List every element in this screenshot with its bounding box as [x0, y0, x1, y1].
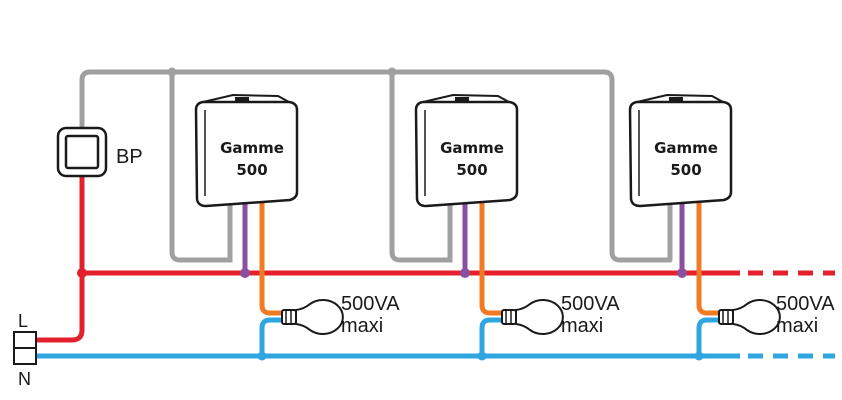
module-wiring-2 — [460, 202, 502, 361]
load-2-max: maxi — [561, 315, 603, 337]
module-wiring-3 — [677, 202, 719, 361]
phase-junction — [77, 268, 87, 278]
module-box-icon — [194, 93, 299, 208]
module-box-icon — [414, 93, 519, 208]
terminal-block-icon — [13, 331, 37, 365]
module-3-number: 500 — [670, 161, 701, 179]
control-branch-2 — [389, 72, 453, 263]
load-3-power: 500VA — [776, 293, 835, 315]
load-3-max: maxi — [776, 315, 818, 337]
load-1-power: 500VA — [341, 293, 400, 315]
control-branch-1 — [169, 72, 233, 263]
light-bulb-icon — [718, 299, 781, 335]
module-box-icon — [628, 93, 733, 208]
push-button-label: BP — [116, 146, 143, 168]
module-1-number: 500 — [236, 161, 267, 179]
push-button-icon — [56, 126, 108, 178]
control-junction — [167, 67, 177, 77]
load-1-max: maxi — [341, 315, 383, 337]
phase-wire — [36, 172, 740, 343]
light-bulb-icon — [281, 299, 344, 335]
module-2-number: 500 — [456, 161, 487, 179]
module-1-name: Gamme — [220, 139, 284, 157]
light-bulb-icon — [501, 299, 564, 335]
control-wire — [79, 69, 673, 263]
module-3-name: Gamme — [654, 139, 718, 157]
neutral-label: N — [18, 369, 31, 389]
load-2-power: 500VA — [561, 293, 620, 315]
module-2-name: Gamme — [440, 139, 504, 157]
phase-label: L — [18, 311, 28, 331]
control-junction — [387, 67, 397, 77]
module-wiring-1 — [240, 202, 282, 361]
